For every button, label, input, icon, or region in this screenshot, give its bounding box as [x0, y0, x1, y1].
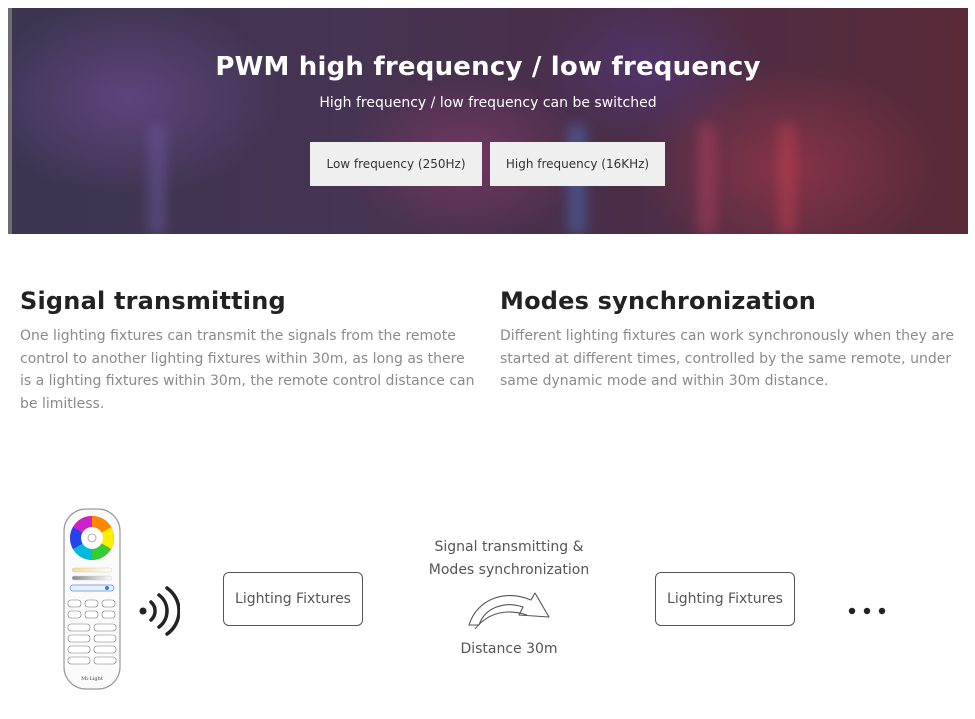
signal-sync-label: Signal transmitting & Modes synchronizat…	[409, 536, 609, 581]
hero-title: PWM high frequency / low frequency	[215, 52, 761, 82]
wireless-signal-icon	[139, 586, 180, 636]
section-text: Different lighting fixtures can work syn…	[500, 328, 955, 389]
light-streak	[778, 124, 796, 234]
hero-edge	[8, 8, 12, 234]
section-title: Modes synchronization	[500, 287, 817, 315]
signal-sync-line1: Signal transmitting &	[434, 539, 584, 555]
remote-control-image: Mi·Light	[63, 508, 121, 690]
lighting-fixture-box: Lighting Fixtures	[655, 572, 795, 626]
distance-label: Distance 30m	[460, 641, 558, 657]
remote-brand-logo: Mi·Light	[81, 676, 103, 682]
signal-sync-line2: Modes synchronization	[428, 561, 590, 578]
hero-banner: PWM high frequency / low frequency High …	[8, 8, 968, 234]
more-ellipsis-icon	[848, 607, 886, 615]
color-wheel-icon	[70, 516, 114, 560]
section-text: One lighting fixtures can transmit the s…	[20, 328, 475, 412]
light-streak	[148, 124, 166, 234]
curved-arrow-icon	[468, 592, 550, 630]
section-title: Signal transmitting	[20, 287, 286, 315]
low-frequency-button[interactable]: Low frequency (250Hz)	[310, 142, 482, 186]
lighting-fixture-box: Lighting Fixtures	[223, 572, 363, 626]
hero-subtitle: High frequency / low frequency can be sw…	[319, 95, 657, 111]
modes-sync-section: Modes synchronization Different lighting…	[500, 287, 960, 393]
light-streak	[698, 124, 716, 234]
high-frequency-button[interactable]: High frequency (16KHz)	[490, 142, 665, 186]
signal-transmitting-section: Signal transmitting One lighting fixture…	[20, 287, 480, 415]
